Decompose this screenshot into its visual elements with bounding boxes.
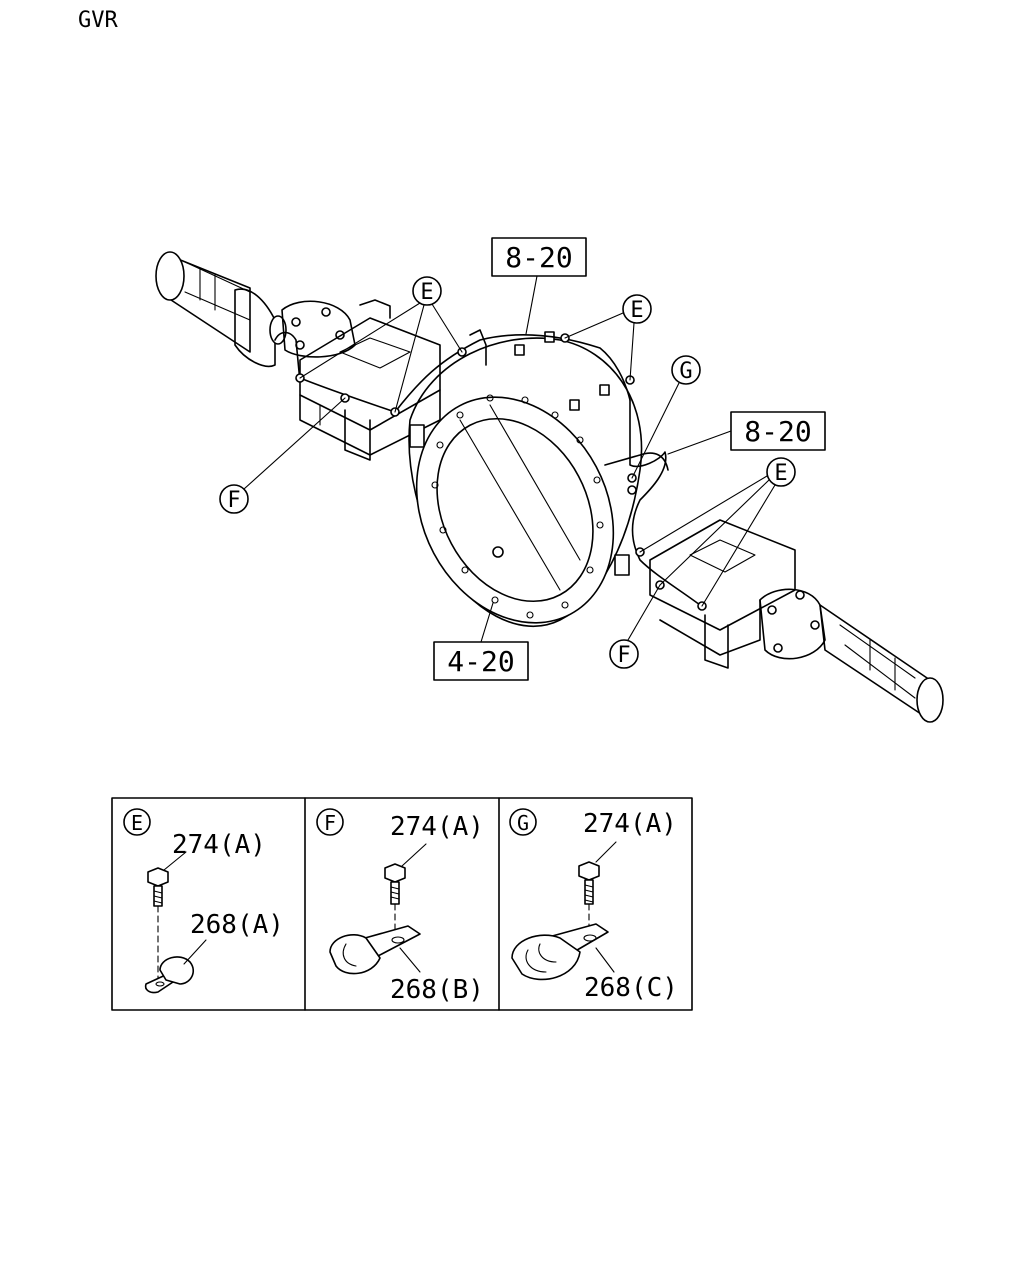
svg-text:E: E bbox=[420, 280, 433, 305]
svg-text:F: F bbox=[227, 488, 240, 513]
detail-g-bolt-part: 274(A) bbox=[583, 809, 677, 839]
bolt-icon bbox=[147, 867, 169, 981]
brake-pipes bbox=[274, 331, 707, 611]
svg-text:G: G bbox=[517, 811, 529, 835]
svg-text:F: F bbox=[617, 643, 630, 668]
detail-f-clip-part: 268(B) bbox=[390, 975, 484, 1005]
bolt-icon bbox=[384, 863, 406, 941]
callout-f-right[interactable]: F bbox=[609, 639, 639, 669]
callout-f-left[interactable]: F bbox=[219, 484, 249, 514]
callout-e-top[interactable]: E bbox=[622, 294, 652, 324]
callout-e-right[interactable]: E bbox=[766, 457, 796, 487]
callout-e-left[interactable]: E bbox=[412, 276, 442, 306]
detail-panels: E 274(A) 268(A) F 274(A) 268 bbox=[111, 797, 693, 1011]
right-axle-shaft bbox=[759, 588, 944, 723]
svg-text:4-20: 4-20 bbox=[447, 645, 514, 678]
clip-c-icon bbox=[511, 923, 609, 981]
boxed-ref-right[interactable]: 8-20 bbox=[730, 411, 826, 451]
differential-housing bbox=[408, 329, 643, 628]
clip-a-icon bbox=[144, 956, 195, 994]
detail-panel-e[interactable]: E 274(A) 268(A) bbox=[123, 808, 284, 994]
clip-b-icon bbox=[329, 925, 421, 975]
axle-housing-illustration bbox=[155, 251, 944, 723]
svg-text:G: G bbox=[679, 359, 692, 384]
detail-f-bolt-part: 274(A) bbox=[390, 812, 484, 842]
boxed-ref-bottom[interactable]: 4-20 bbox=[433, 641, 529, 681]
svg-text:E: E bbox=[131, 811, 143, 835]
boxed-ref-top[interactable]: 8-20 bbox=[491, 237, 587, 277]
detail-e-bolt-part: 274(A) bbox=[172, 830, 266, 860]
callout-g[interactable]: G bbox=[671, 355, 701, 385]
left-spring-seat bbox=[299, 299, 441, 461]
detail-panel-f[interactable]: F 274(A) 268(B) bbox=[316, 808, 484, 1005]
detail-panel-g[interactable]: G 274(A) 268(C) bbox=[509, 808, 678, 1003]
svg-text:E: E bbox=[630, 298, 643, 323]
detail-g-clip-part: 268(C) bbox=[584, 973, 678, 1003]
page-code: GVR bbox=[78, 8, 118, 33]
svg-text:8-20: 8-20 bbox=[505, 241, 572, 274]
svg-text:F: F bbox=[324, 811, 336, 835]
bolt-icon bbox=[578, 861, 600, 939]
svg-text:8-20: 8-20 bbox=[744, 415, 811, 448]
detail-e-clip-part: 268(A) bbox=[190, 910, 284, 940]
left-axle-shaft bbox=[155, 251, 356, 367]
svg-text:E: E bbox=[774, 461, 787, 486]
